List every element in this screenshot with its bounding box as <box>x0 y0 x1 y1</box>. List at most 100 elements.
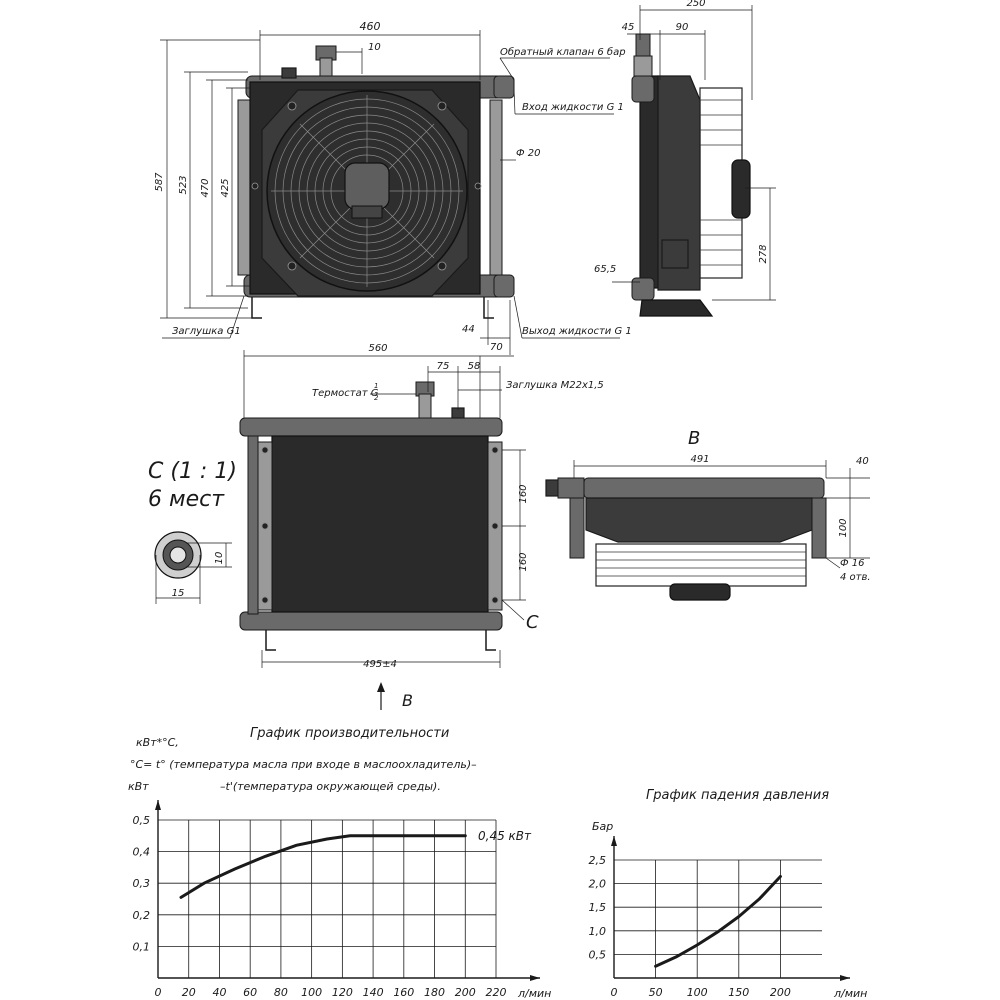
dim-470: 470 <box>200 178 211 197</box>
chart1-title: График производительности <box>250 726 449 741</box>
chart1-x-tick-label: 180 <box>424 986 445 999</box>
top-view: 75 58 160 160 495±4 Термостат G 1 2 Загл… <box>239 361 604 710</box>
chart2-x-tick-label: 0 <box>611 986 618 999</box>
dim-90: 90 <box>676 22 689 33</box>
dim-58: 58 <box>468 361 481 372</box>
dim-460: 460 <box>360 20 381 33</box>
chart1-x-tick-label: 80 <box>274 986 288 999</box>
dim-523: 523 <box>178 175 189 194</box>
dim-560: 560 <box>368 343 387 354</box>
view-b-shroud <box>585 497 813 543</box>
chart2-xlabel: л/мин <box>833 987 867 1000</box>
view-b-dia-16: Ф 16 <box>840 558 865 569</box>
view-b-dim-100: 100 <box>838 518 849 537</box>
dim-65-5: 65,5 <box>594 264 616 275</box>
side-view: 250 45 90 278 65,5 <box>594 0 776 317</box>
chart1-x-tick-label: 20 <box>182 986 196 999</box>
view-b-left-bracket <box>569 497 585 559</box>
chart1-x-tick-label: 220 <box>486 986 507 999</box>
chart2-y-tick-label: 1,0 <box>589 925 607 938</box>
chart2-y-tick-label: 2,5 <box>589 854 607 867</box>
front-left-tube <box>237 99 251 276</box>
front-view: 460 10 587 523 470 425 Ф 20 44 70 560 Об… <box>154 20 632 420</box>
thermostat-frac-den: 2 <box>374 394 379 402</box>
chart1-y-tick-label: 0,3 <box>133 877 151 890</box>
chart2-x-arrow <box>840 975 850 981</box>
side-junction-box <box>661 239 689 269</box>
label-plug-m22: Заглушка М22х1,5 <box>506 380 604 391</box>
chart1-x-tick-label: 160 <box>393 986 414 999</box>
side-motor <box>731 159 751 219</box>
chart1-ylabel: кВт <box>128 780 149 793</box>
top-view-left-tube <box>247 435 259 615</box>
dia-20: Ф 20 <box>516 148 541 159</box>
view-b-right-bracket <box>811 497 827 559</box>
detail-c: C (1 : 1) 6 мест 10 15 <box>148 459 237 604</box>
chart2-ylabel: Бар <box>592 820 613 833</box>
front-right-tube <box>489 99 503 276</box>
chart2-y-tick-label: 1,5 <box>589 901 607 914</box>
front-bolts <box>251 101 482 271</box>
chart1-x-tick-label: 120 <box>332 986 353 999</box>
dim-160-bottom: 160 <box>518 552 529 571</box>
view-b: B 491 40 100 Ф 16 4 отв. <box>545 428 871 601</box>
top-view-top-pipe <box>239 417 503 437</box>
chart2-x-tick-label: 100 <box>687 986 708 999</box>
performance-chart: График производительности кВт*°C, °C= t°… <box>128 726 551 1000</box>
chart1-y-tick-label: 0,2 <box>133 909 151 922</box>
top-view-bottom-pipe <box>239 611 503 631</box>
label-inlet: Вход жидкости G 1 <box>522 102 624 113</box>
view-b-fitting-left2 <box>557 477 585 499</box>
dim-75: 75 <box>437 361 450 372</box>
check-valve-stem <box>319 57 333 77</box>
chart1-x-tick-label: 100 <box>301 986 322 999</box>
label-section-c: C <box>526 612 539 633</box>
dim-425: 425 <box>220 178 231 197</box>
chart1-y-arrow <box>155 800 161 810</box>
top-view-core <box>271 435 489 613</box>
side-pipe-top <box>631 75 655 103</box>
arrow-b-head <box>377 682 385 692</box>
chart1-annotation: 0,45 кВт <box>478 829 532 843</box>
label-outlet: Выход жидкости G 1 <box>522 326 632 337</box>
chart1-note-line-3: –t'(температура окружающей среды). <box>220 780 441 793</box>
detail-c-subtitle: 6 мест <box>148 487 225 512</box>
dim-250: 250 <box>686 0 705 9</box>
chart2-x-tick-label: 50 <box>649 986 663 999</box>
outlet-fitting <box>493 274 515 298</box>
view-b-title: B <box>688 428 700 449</box>
detail-c-dim-15: 15 <box>172 588 185 599</box>
chart2-series-line <box>654 875 782 968</box>
thermo-nut <box>281 67 297 79</box>
chart2-y-tick-label: 2,0 <box>589 878 607 891</box>
chart2-x-tick-label: 150 <box>728 986 749 999</box>
side-guard-wires <box>700 99 742 266</box>
chart2-x-tick-label: 200 <box>770 986 791 999</box>
chart1-series-line <box>179 834 467 899</box>
dim-278: 278 <box>758 244 769 263</box>
dim-70: 70 <box>490 342 503 353</box>
detail-c-title: C (1 : 1) <box>148 459 237 484</box>
thermostat-frac-num: 1 <box>374 382 378 390</box>
view-b-top-pipe <box>583 477 825 499</box>
chart2-y-tick-label: 0,5 <box>589 948 607 961</box>
thermostat-stem <box>418 393 432 419</box>
front-feet <box>251 297 494 319</box>
chart1-x-tick-label: 60 <box>243 986 257 999</box>
detail-c-dim-10: 10 <box>214 552 225 565</box>
dim-45: 45 <box>622 22 635 33</box>
chart1-xlabel: л/мин <box>517 987 551 1000</box>
chart1-x-tick-label: 40 <box>212 986 226 999</box>
view-b-dim-40: 40 <box>856 456 869 467</box>
chart1-x-tick-label: 200 <box>455 986 476 999</box>
chart1-note-line-1: кВт*°C, <box>136 736 179 749</box>
dim-44: 44 <box>462 324 475 335</box>
side-valve <box>635 33 651 59</box>
chart2-y-arrow <box>611 836 617 846</box>
chart1-x-arrow <box>530 975 540 981</box>
chart1-y-tick-label: 0,4 <box>133 846 151 859</box>
label-check-valve: Обратный клапан 6 бар <box>500 46 626 58</box>
top-view-feet <box>265 630 496 651</box>
dim-587: 587 <box>154 172 165 192</box>
label-thermostat: Термостат G <box>312 388 379 399</box>
